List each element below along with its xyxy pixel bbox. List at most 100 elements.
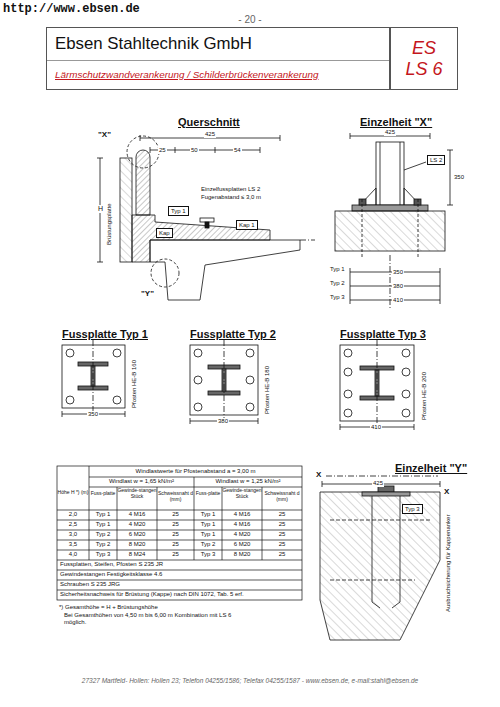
base-plates-part	[66, 396, 74, 404]
table-cell: 8 M24	[117, 551, 157, 558]
detail-y-part	[322, 481, 323, 487]
table-cell: Typ 1	[194, 531, 222, 538]
table-header: Windlast w = 1,65 kN/m²	[89, 478, 194, 485]
table-cell: 6 M20	[117, 531, 157, 538]
part-name: Pfosten HE-B 180	[264, 366, 271, 414]
detail-x-part	[440, 268, 441, 304]
detail-x-part	[430, 133, 431, 139]
base-plates-part	[402, 368, 410, 376]
base-plates-part	[194, 376, 202, 384]
table-header: Fuss-platte	[194, 491, 222, 497]
detail-y-part	[326, 476, 438, 477]
base-plates-part	[224, 340, 225, 419]
table-cell: 25	[262, 531, 302, 538]
table-header: Gewinde-stangen Stück	[222, 488, 262, 500]
table-grid-part	[222, 487, 223, 560]
header-box: Ebsen Stahltechnik GmbHLärmschutzwandver…	[46, 27, 390, 90]
table-cell: 8 M20	[222, 551, 262, 558]
dimension: 380	[392, 283, 404, 290]
table-cell: 25	[157, 541, 194, 548]
table-note: Schrauben S 235 JRG	[60, 581, 300, 588]
detail-x-part	[414, 199, 421, 205]
detail-callout: "X"	[98, 130, 111, 139]
footer-address: 27327 Martfeld- Hollen: Hollen 23; Telef…	[0, 677, 500, 684]
cross-section-part	[300, 240, 315, 241]
dimension: 410	[392, 297, 404, 304]
detail-x-part	[418, 199, 419, 258]
cross-section-part	[150, 147, 151, 153]
part-name: Brüstungsplatte	[106, 203, 113, 245]
table-cell: 25	[262, 541, 302, 548]
sheet-code: ES LS 6	[402, 38, 446, 80]
table-header: Windlastwerte für Pfostenabstand a = 3,0…	[89, 468, 302, 475]
detail-x-part	[447, 150, 453, 151]
cross-section-part	[127, 136, 159, 168]
detail-y-part	[330, 520, 430, 521]
table-header: Schweissnaht d (mm)	[157, 491, 194, 503]
dimension: 425	[384, 129, 396, 136]
cross-section-part	[200, 218, 214, 222]
table-header: Gewinde-stangen Stück	[117, 488, 157, 500]
section-mark: X	[316, 470, 321, 479]
detail-y-part	[440, 481, 441, 487]
table-cell: 4 M16	[222, 511, 262, 518]
cross-section-part	[97, 262, 103, 263]
table-cell: 4 M16	[117, 511, 157, 518]
table-cell: 6 M20	[222, 541, 262, 548]
table-header: Höhe H *) (m)	[57, 490, 89, 496]
table-grid-part	[262, 487, 263, 560]
table-cell: 2,5	[57, 521, 89, 528]
table-cell: 25	[262, 511, 302, 518]
dimension: 25	[158, 147, 167, 154]
detail-x	[335, 133, 453, 310]
table-grid-part	[89, 477, 302, 478]
view-title: Querschnitt	[178, 116, 240, 129]
dimension: 350	[87, 411, 99, 418]
table-grid-part	[57, 550, 302, 551]
type-name: Typ 1	[330, 266, 345, 273]
base-plates-part	[194, 349, 202, 357]
table-cell: 4 M20	[117, 521, 157, 528]
detail-x-part	[400, 142, 401, 205]
note: Einzelfussplatten LS 2	[200, 186, 261, 193]
base-plates-part	[414, 424, 415, 430]
cross-section-part	[97, 158, 103, 159]
detail-x-part	[335, 211, 445, 251]
table-grid-part	[57, 580, 302, 581]
type-name: Typ 3	[330, 294, 345, 301]
table-cell: 2,0	[57, 511, 89, 518]
detail-x-part	[350, 133, 351, 139]
dimension: 425	[204, 131, 216, 138]
detail-x-part	[350, 268, 351, 304]
table-grid-part	[157, 487, 158, 560]
base-plates-part	[402, 349, 410, 357]
dimension: H	[97, 205, 104, 213]
base-plates-part	[344, 409, 352, 417]
detail-x-part	[360, 188, 376, 205]
dimension: 54	[233, 147, 242, 154]
table-cell: Typ 1	[89, 511, 117, 518]
footnote: *) Gesamthöhe = H + Brüstungshöhe	[59, 604, 158, 611]
cross-section-part	[215, 147, 216, 153]
base-plates-part	[93, 340, 94, 412]
view-title: Fussplatte Typ 2	[190, 328, 276, 341]
table-note: Gewindestangen Festigkeitsklasse 4.6	[60, 571, 300, 578]
tag-text: Typ 1	[171, 207, 186, 215]
table-cell: 4,0	[57, 551, 89, 558]
base-plates-part	[66, 349, 74, 357]
view-title: Fussplatte Typ 3	[340, 328, 426, 341]
table-cell: Typ 1	[194, 521, 222, 528]
base-plates-part	[246, 376, 254, 384]
base-plates-part	[344, 349, 352, 357]
dimension: 425	[372, 480, 384, 487]
section-mark: X	[444, 487, 449, 496]
note: Fugenabstand ≤ 3,0 m	[200, 194, 262, 201]
table-cell: 25	[157, 511, 194, 518]
cross-section-part	[205, 222, 209, 228]
table-cell: Typ 2	[194, 541, 222, 548]
page-number: - 20 -	[0, 14, 500, 26]
table-grid-part	[57, 520, 302, 521]
table-grid-part	[117, 487, 118, 560]
